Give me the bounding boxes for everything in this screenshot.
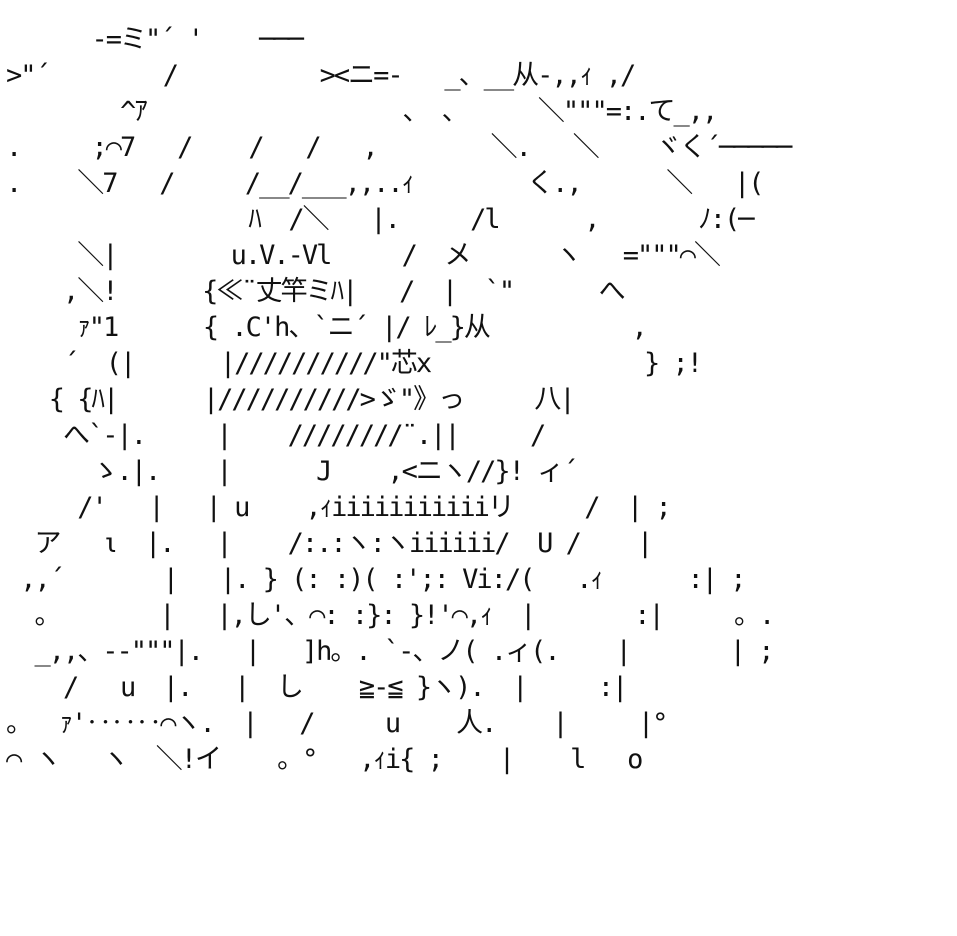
art-line: 。 | |,し'、⌒: :}: }!'⌒,ｨ | :| 。. xyxy=(6,600,776,631)
art-line: _,,、--"""|. | ]h。. `-、ノ( .ィ(. | | ; xyxy=(6,636,775,667)
art-line: ﾊ /＼ |. /l , ﾉ:(─ xyxy=(6,204,754,235)
art-line: ,,´ | |. } (: :)( :';: Vi:/( .ｨ :| ; xyxy=(6,564,746,595)
art-line: . ＼7 / /__/___,,..ｨ く., ＼ |( xyxy=(6,168,765,199)
art-line: 。 ｧ'‥‥‥⌒ヽ. | / u 人. | |° xyxy=(6,708,668,739)
art-line: { {ﾊ| |//////////>ゞ"》っ 八| xyxy=(6,384,576,415)
art-line: >"´ / ><ニ=- _、__从-,,ｨ ,/ xyxy=(6,60,636,91)
art-line: へ`-|. | ////////¨.|| / xyxy=(6,420,546,451)
art-line: ´ (| |//////////"芯x } ;! xyxy=(6,348,703,379)
art-line: . ;⌒7 / / / , ＼. ＼ ヾく´───── xyxy=(6,132,792,163)
art-line: / u |. | し ≧-≦ }ヽ). | :| xyxy=(6,672,628,703)
ascii-art: -=ミ"´ ' ─── >"´ / ><ニ=- _、__从-,,ｨ ,/ ^ｱ … xyxy=(6,22,792,778)
art-line: ゝ.|. | J ,<ニヽ//}! ィ´ xyxy=(6,456,579,487)
art-line: ｧ"1 { .C'h、`ニ´ |/ ﾚ_}从 , xyxy=(6,312,647,343)
art-line: /' | | u ,ｨiiiiiiiiiiiリ / | ; xyxy=(6,492,671,523)
art-line: ,＼! {≪¨丈竿ミﾊ| / | `" へ xyxy=(6,276,626,307)
art-line: ⌒ ヽ ヽ ＼!イ 。° ,ｨi{ ; | l o xyxy=(6,744,643,775)
art-line: ^ｱ 、 、 ＼"""=:.て_,, xyxy=(6,96,718,127)
art-line: -=ミ"´ ' ─── xyxy=(6,24,304,55)
art-line: ア ι |. | /:.:ヽ:ヽiiiiii/ U / | xyxy=(6,528,654,559)
art-line: ＼| u.V.-Vl / メ ヽ ="""⌒＼ xyxy=(6,240,721,271)
